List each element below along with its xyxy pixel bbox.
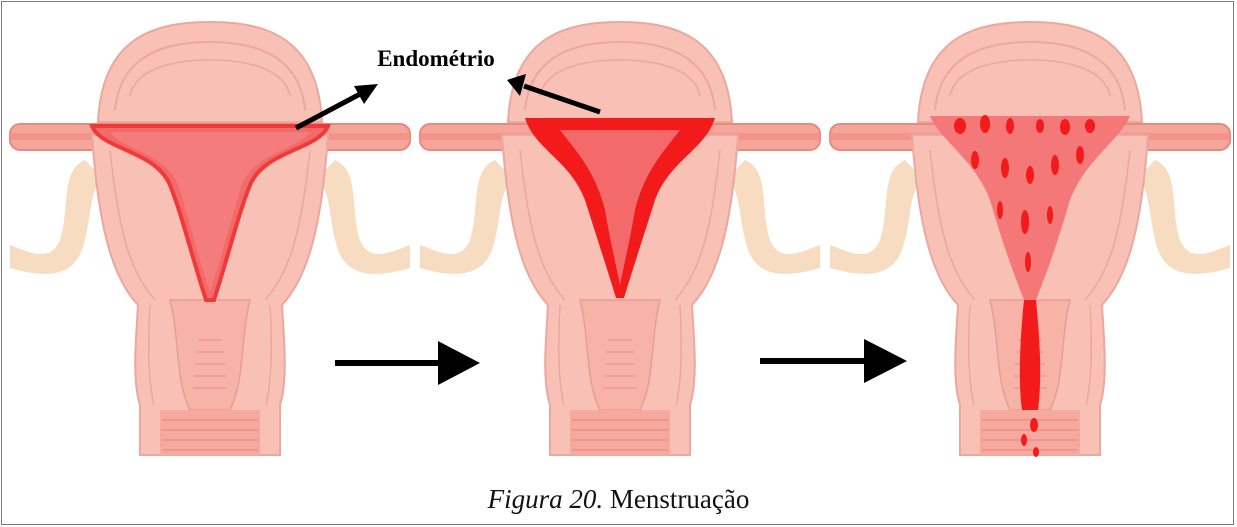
endometrium-label: Endométrio — [377, 46, 495, 71]
blood-flow — [1020, 300, 1040, 410]
uterus-stage-3 — [830, 22, 1230, 457]
stage-arrow-1 — [335, 341, 480, 385]
figure-title: Menstruação — [610, 484, 749, 514]
figure-label: Figura 20. — [488, 484, 604, 514]
uterus-stage-2 — [420, 22, 820, 455]
uterus-stage-1 — [10, 22, 410, 455]
stage-arrow-2 — [760, 339, 907, 383]
menstruation-diagram: Endométrio — [0, 0, 1237, 470]
figure-caption: Figura 20. Menstruação — [0, 483, 1237, 515]
